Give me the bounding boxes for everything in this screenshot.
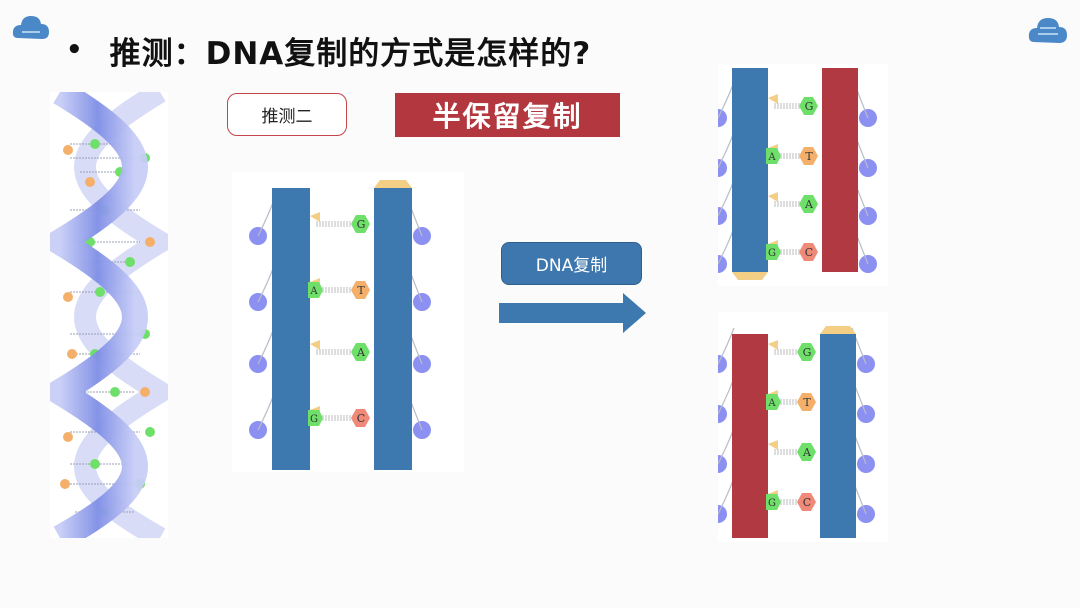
phosphate-bead <box>709 505 727 523</box>
base-label: C <box>803 496 811 509</box>
backbone-link <box>717 227 735 265</box>
base-label: T <box>805 150 813 163</box>
strand-cap <box>820 326 856 334</box>
left-strand <box>732 68 768 272</box>
backbone-link <box>717 179 735 217</box>
phosphate-bead <box>413 227 431 245</box>
nucleotide-base <box>797 493 816 511</box>
phosphate-bead <box>709 109 727 127</box>
backbone-link <box>717 477 735 515</box>
backbone-link <box>717 81 735 119</box>
strand-cap <box>374 180 412 188</box>
nucleotide-base <box>799 147 818 165</box>
base-label: G <box>768 248 776 259</box>
base-label: A <box>767 398 776 409</box>
dna-replication-button[interactable]: DNA复制 <box>501 242 642 285</box>
hypothesis-label: 推测二 <box>227 93 347 136</box>
base-label: G <box>310 414 318 425</box>
base-label: G <box>357 218 366 231</box>
right-arrow-icon <box>499 293 646 333</box>
base-label: A <box>804 198 814 211</box>
title-text: 推测：DNA复制的方式是怎样的? <box>109 35 592 72</box>
phosphate-bead <box>709 355 727 373</box>
dna-helix-image <box>34 80 182 550</box>
nucleotide-base <box>797 443 816 461</box>
sugar-shape <box>768 94 778 104</box>
page-title: • 推测：DNA复制的方式是怎样的? <box>66 28 591 72</box>
left-strand <box>732 334 768 538</box>
backbone-link <box>257 327 275 365</box>
daughter-dna-top: G T A A C G <box>709 68 877 280</box>
base-label: T <box>357 284 365 297</box>
right-strand <box>374 188 412 470</box>
phosphate-bead <box>709 159 727 177</box>
nucleotide-base <box>766 394 781 410</box>
backbone-link <box>717 327 735 365</box>
semi-conservative-banner: 半保留复制 <box>395 93 620 137</box>
nucleotide-base <box>799 97 818 115</box>
phosphate-bead <box>709 255 727 273</box>
backbone-link <box>717 427 735 465</box>
backbone-link <box>717 377 735 415</box>
right-strand <box>822 68 858 272</box>
base-label: C <box>357 412 365 425</box>
base-label: A <box>309 286 318 297</box>
base-label: G <box>805 100 814 113</box>
base-label: C <box>805 246 813 259</box>
base-label: A <box>802 446 812 459</box>
nucleotide-base <box>308 410 323 426</box>
cloud-icon <box>12 16 49 39</box>
dna-helix-panel <box>34 80 182 550</box>
base-label: A <box>767 152 776 163</box>
sugar-shape <box>310 340 320 350</box>
nucleotide-base <box>351 281 370 299</box>
phosphate-bead <box>709 455 727 473</box>
sugar-shape <box>768 440 778 450</box>
sugar-shape <box>768 340 778 350</box>
daughter-dna-bottom-panel: G T A A C G <box>709 312 888 542</box>
nucleotide-base <box>351 343 370 361</box>
nucleotide-base <box>766 494 781 510</box>
backbone-link <box>717 131 735 169</box>
parent-dna: G T A A C G <box>249 180 431 470</box>
nucleotide-base <box>799 243 818 261</box>
nucleotide-base <box>797 393 816 411</box>
cloud-icon <box>1028 18 1067 43</box>
nucleotide-base <box>351 215 370 233</box>
backbone-link <box>257 199 275 237</box>
parent-dna-panel: G T A A C G <box>232 172 464 472</box>
right-strand <box>820 334 856 538</box>
nucleotide-base <box>797 343 816 361</box>
nucleotide-base <box>766 244 781 260</box>
nucleotide-base <box>766 148 781 164</box>
nucleotide-base <box>308 282 323 298</box>
nucleotide-base <box>351 409 370 427</box>
phosphate-bead <box>249 227 267 245</box>
daughter-dna-bottom: G T A A C G <box>709 326 875 538</box>
title-bullet: • <box>66 35 84 65</box>
base-label: G <box>803 346 812 359</box>
base-label: A <box>356 346 366 359</box>
sugar-shape <box>310 212 320 222</box>
base-label: G <box>768 498 776 509</box>
sugar-shape <box>768 192 778 202</box>
base-label: T <box>803 396 811 409</box>
nucleotide-base <box>799 195 818 213</box>
strand-cap <box>732 272 768 280</box>
phosphate-bead <box>709 207 727 225</box>
backbone-link <box>257 265 275 303</box>
daughter-dna-top-panel: G T A A C G <box>709 64 888 286</box>
phosphate-bead <box>709 405 727 423</box>
backbone-link <box>257 393 275 431</box>
left-strand <box>272 188 310 470</box>
